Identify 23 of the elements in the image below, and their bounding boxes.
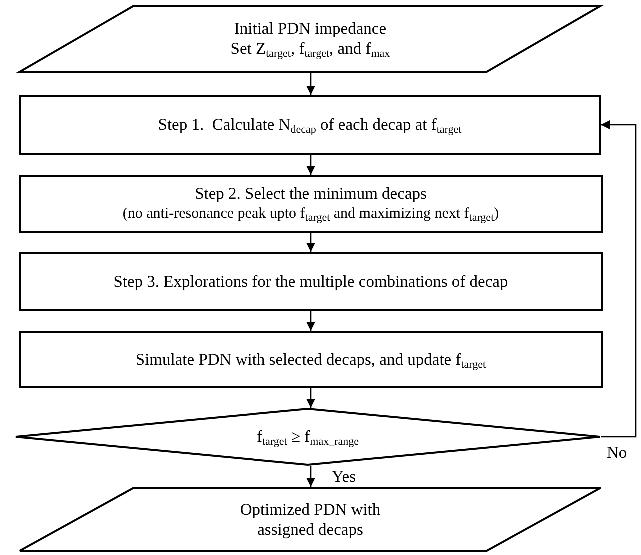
step-text: Step 3. Explorations for the multiple combinations of decap bbox=[114, 272, 508, 292]
process-box bbox=[19, 252, 603, 311]
arrow bbox=[601, 120, 637, 438]
process-box bbox=[19, 175, 603, 233]
process-box bbox=[19, 331, 603, 388]
arrow bbox=[306, 311, 316, 331]
arrow bbox=[306, 73, 316, 95]
step-text: Simulate PDN with selected decaps, and update f$_{target}$ bbox=[136, 350, 486, 370]
step-text: Initial PDN impedance bbox=[234, 19, 387, 39]
decision-diamond bbox=[15, 408, 601, 466]
step-text: Step 2. Select the minimum decaps bbox=[195, 184, 427, 204]
step-text: Step 1. Calculate N$_{decap}$ of each decap at f$_{target}$ bbox=[158, 115, 462, 135]
step-note: Set Z$_{target}$, f$_{target}$, and f$_{max}$ bbox=[230, 39, 390, 59]
step-note: (no anti-resonance peak upto f$_{target}$ and maximizing next f$_{target}$) bbox=[122, 205, 500, 224]
arrow bbox=[306, 233, 316, 252]
process-box bbox=[19, 95, 601, 155]
arrow bbox=[306, 466, 316, 487]
condition-text: f$_{target}$ ≥ f$_{max_range}$ bbox=[256, 427, 360, 447]
input-output-parallelogram bbox=[19, 5, 602, 73]
step-text: Optimized PDN with assigned decaps bbox=[239, 500, 382, 540]
arrow bbox=[306, 388, 316, 408]
arrow bbox=[306, 155, 316, 175]
input-output-parallelogram bbox=[19, 487, 602, 552]
